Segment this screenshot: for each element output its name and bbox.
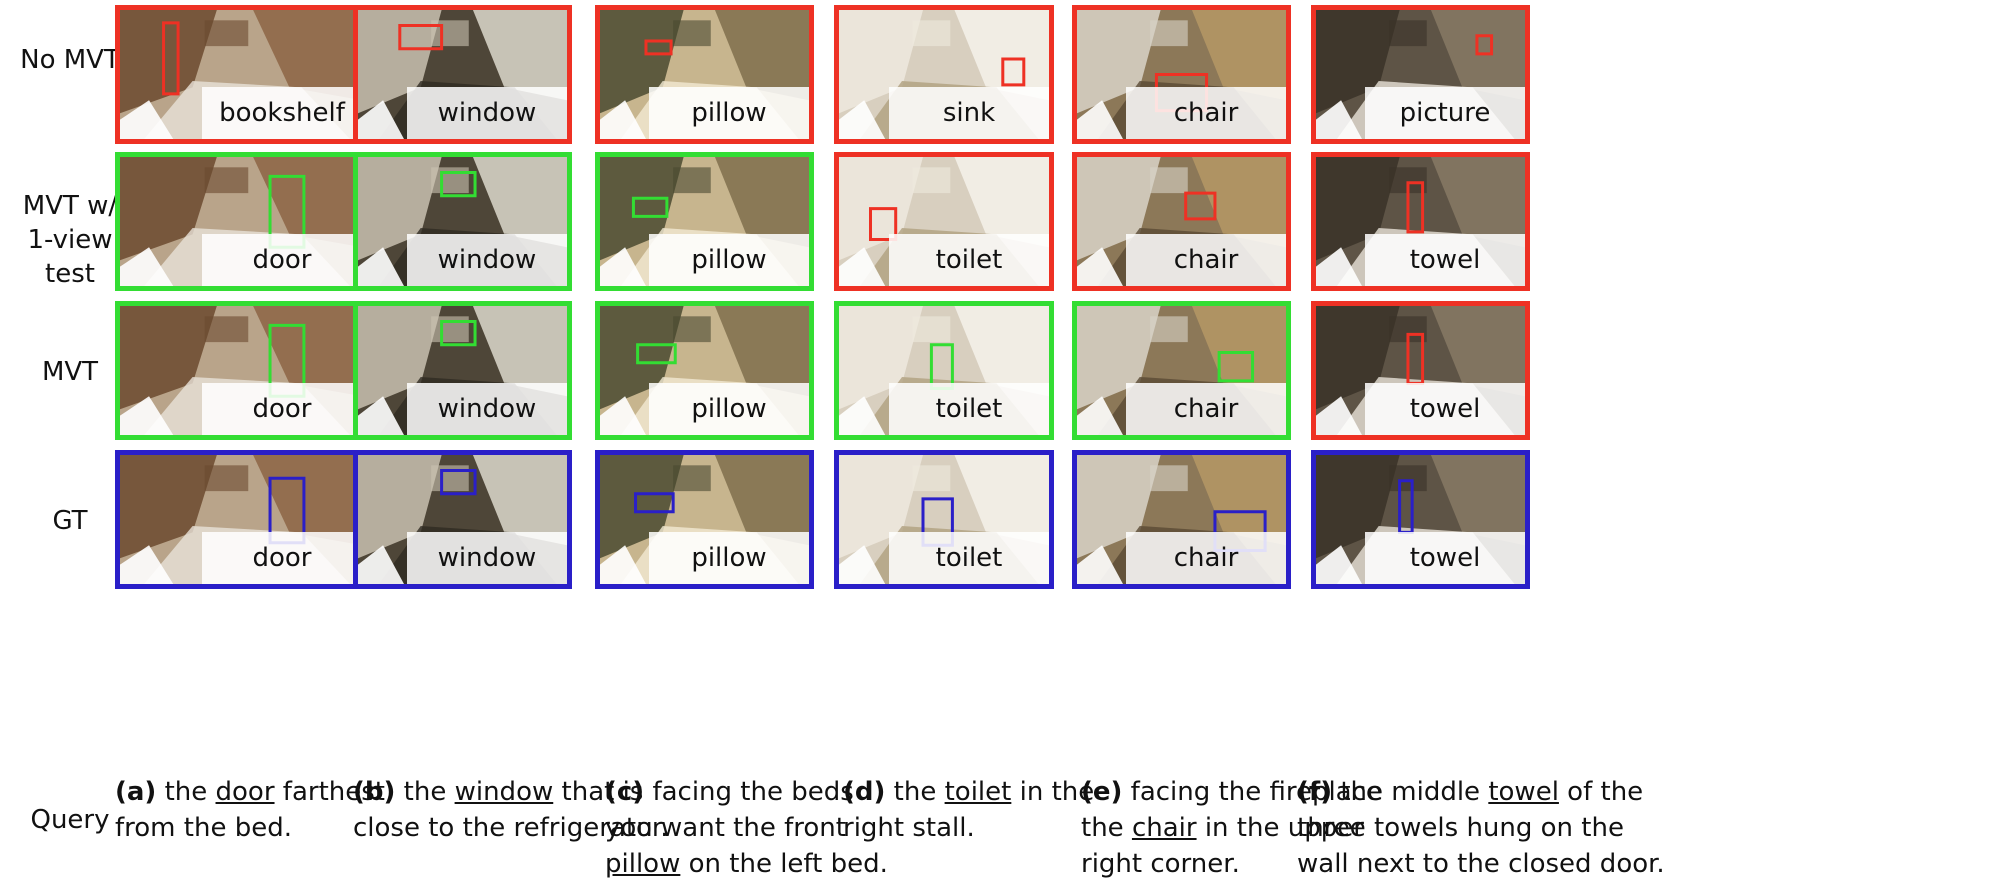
object-label: towel [1365, 234, 1525, 286]
bounding-box [442, 321, 475, 344]
scene-render [120, 10, 362, 139]
result-cell: window [353, 450, 572, 589]
object-label: picture [1365, 87, 1525, 139]
object-label: door [202, 383, 362, 435]
bounding-box [1219, 352, 1252, 380]
object-label: towel [1365, 532, 1525, 584]
result-cell: door [115, 301, 367, 440]
object-label: toilet [889, 383, 1049, 435]
bounding-box [442, 470, 475, 493]
query-target: towel [1488, 777, 1559, 807]
query-row-label: Query [30, 805, 110, 835]
result-cell: picture [1311, 5, 1530, 144]
bounding-box [1003, 59, 1024, 85]
result-cell: bookshelf [115, 5, 367, 144]
row-label-0: No MVT [20, 45, 120, 75]
result-cell: toilet [834, 152, 1054, 291]
bounding-box [871, 209, 896, 240]
bounding-box [1477, 36, 1492, 54]
result-cell: window [353, 152, 572, 291]
result-cell: chair [1072, 301, 1291, 440]
result-cell: towel [1311, 152, 1530, 291]
row-label-1: MVT w/ 1-view test [22, 191, 118, 289]
result-cell: pillow [595, 450, 814, 589]
result-cell: pillow [595, 5, 814, 144]
query-letter: (c) [605, 777, 645, 807]
object-label: window [407, 383, 567, 435]
object-label: towel [1365, 383, 1525, 435]
object-label: sink [889, 87, 1049, 139]
result-cell: pillow [595, 301, 814, 440]
bounding-box [633, 198, 666, 216]
result-cell: toilet [834, 301, 1054, 440]
result-cell: door [115, 152, 367, 291]
result-cell: pillow [595, 152, 814, 291]
result-cell: window [353, 301, 572, 440]
bounding-box [1186, 193, 1215, 219]
bounding-box [1408, 183, 1423, 232]
row-label-3: GT [52, 506, 88, 536]
query-letter: (b) [353, 777, 396, 807]
bounding-box [646, 41, 671, 54]
object-label: window [407, 87, 567, 139]
result-cell: chair [1072, 5, 1291, 144]
query-target: toilet [944, 777, 1012, 807]
bounding-box [638, 345, 676, 363]
result-cell: toilet [834, 450, 1054, 589]
object-label: toilet [889, 234, 1049, 286]
bounding-box [442, 172, 475, 195]
result-cell: chair [1072, 152, 1291, 291]
query-target: chair [1131, 813, 1197, 843]
query-target: window [454, 777, 554, 807]
query-target: pillow [605, 849, 681, 879]
result-cell: sink [834, 5, 1054, 144]
object-label: pillow [649, 234, 809, 286]
result-cell: towel [1311, 450, 1530, 589]
query-letter: (f) [1297, 777, 1333, 807]
object-label: door [202, 532, 362, 584]
query-letter: (d) [843, 777, 886, 807]
object-label: chair [1126, 532, 1286, 584]
object-label: bookshelf [202, 87, 362, 139]
query-target: door [215, 777, 275, 807]
result-cell: door [115, 450, 367, 589]
object-label: chair [1126, 87, 1286, 139]
object-label: pillow [649, 87, 809, 139]
object-label: pillow [649, 383, 809, 435]
query-letter: (e) [1081, 777, 1123, 807]
object-label: pillow [649, 532, 809, 584]
result-cell: towel [1311, 301, 1530, 440]
object-label: chair [1126, 383, 1286, 435]
object-label: toilet [889, 532, 1049, 584]
result-cell: chair [1072, 450, 1291, 589]
result-cell: window [353, 5, 572, 144]
object-label: chair [1126, 234, 1286, 286]
bounding-box [400, 25, 442, 48]
bounding-box [164, 23, 179, 94]
row-label-2: MVT [41, 357, 99, 387]
object-label: window [407, 234, 567, 286]
bounding-box [636, 494, 674, 512]
object-label: door [202, 234, 362, 286]
object-label: window [407, 532, 567, 584]
query-letter: (a) [115, 777, 157, 807]
